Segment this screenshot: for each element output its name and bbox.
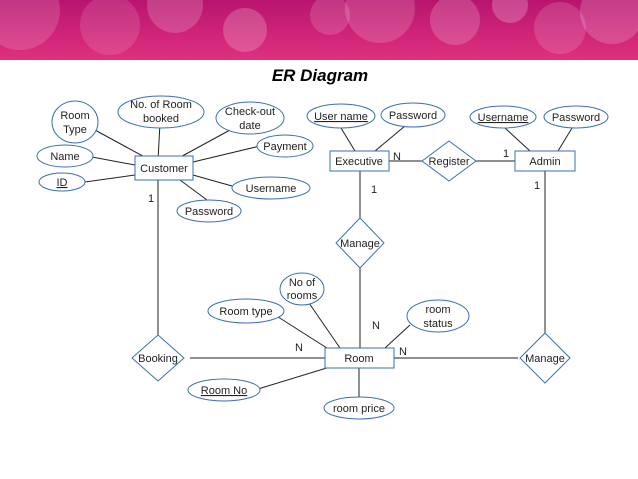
attribute-room-no-label: Room No — [201, 385, 247, 397]
attribute-payment: Payment — [256, 134, 314, 158]
attribute-no-of-room-booked-line1: No. of Room — [130, 99, 192, 111]
attribute-room-type-customer-line2: Type — [63, 124, 87, 136]
attribute-username-customer: Username — [231, 176, 311, 200]
attribute-check-out-date-line2: date — [239, 120, 260, 132]
entity-admin-label: Admin — [529, 156, 560, 168]
attribute-password-customer: Password — [176, 199, 242, 223]
attribute-room-price-label: room price — [333, 403, 385, 415]
attribute-password-customer-label: Password — [185, 206, 233, 218]
attribute-username-admin-label: Username — [478, 112, 529, 124]
cardinality-room-booking: N — [295, 342, 303, 354]
relationship-manage-admin: Manage — [519, 332, 571, 384]
line-admin-password — [557, 127, 573, 152]
line-room-status — [384, 324, 411, 349]
attribute-id-label: ID — [57, 177, 68, 189]
line-customer-payment — [192, 145, 261, 163]
line-room-roomtype — [274, 314, 331, 351]
relationship-manage-admin-label: Manage — [525, 353, 565, 365]
line-customer-password — [179, 179, 208, 201]
cardinality-admin-manage: 1 — [534, 180, 540, 192]
line-executive-password — [374, 125, 406, 152]
cardinality-executive-register: N — [393, 151, 401, 163]
attribute-room-type-customer: Room Type — [51, 100, 99, 144]
line-customer-roomtype — [94, 129, 151, 161]
line-customer-name — [91, 156, 136, 166]
attribute-id: ID — [38, 172, 86, 192]
attribute-room-type: Room type — [207, 298, 285, 324]
attribute-room-type-label: Room type — [219, 306, 272, 318]
line-customer-username — [192, 174, 233, 187]
attribute-room-price: room price — [323, 396, 395, 420]
attribute-room-status: room status — [406, 299, 470, 333]
entity-room: Room — [324, 347, 395, 369]
attribute-password-admin-label: Password — [552, 112, 600, 124]
relationship-register: Register — [421, 140, 477, 182]
relationship-register-label: Register — [429, 156, 470, 168]
relationship-booking: Booking — [131, 334, 185, 382]
attribute-password-executive: Password — [380, 102, 446, 128]
attribute-name: Name — [36, 144, 94, 168]
line-room-roomno — [257, 366, 331, 390]
line-customer-noofroom — [157, 122, 161, 161]
attribute-room-status-line1: room — [425, 304, 450, 316]
attribute-room-status-line2: status — [423, 318, 453, 330]
relationship-booking-label: Booking — [138, 353, 178, 365]
attribute-user-name-executive: User name — [306, 103, 376, 129]
entity-admin: Admin — [514, 150, 576, 172]
attribute-password-admin: Password — [543, 105, 609, 129]
line-admin-username — [504, 127, 531, 152]
line-customer-id — [84, 174, 136, 183]
line-room-noofrooms — [308, 302, 341, 349]
page-title: ER Diagram — [272, 66, 368, 85]
decorative-banner — [0, 0, 638, 60]
attribute-payment-label: Payment — [263, 141, 306, 153]
cardinality-executive-manage: 1 — [371, 184, 377, 196]
attribute-user-name-executive-label: User name — [314, 111, 368, 123]
bokeh-circles — [0, 0, 638, 55]
entity-customer: Customer — [134, 155, 194, 181]
attribute-username-admin: Username — [469, 105, 537, 129]
attribute-no-of-room-booked: No. of Room booked — [117, 95, 205, 129]
attribute-check-out-date: Check-out date — [215, 101, 285, 135]
attribute-room-type-customer-line1: Room — [60, 110, 89, 122]
cardinality-room-manage-admin: N — [399, 346, 407, 358]
attribute-no-of-room-booked-line2: booked — [143, 113, 179, 125]
banner-background — [0, 0, 638, 60]
attribute-password-executive-label: Password — [389, 110, 437, 122]
attribute-no-of-rooms: No of rooms — [279, 272, 325, 306]
entity-customer-label: Customer — [140, 163, 188, 175]
entity-room-label: Room — [344, 353, 373, 365]
cardinality-customer-booking: 1 — [148, 193, 154, 205]
attribute-username-customer-label: Username — [246, 183, 297, 195]
cardinality-admin-register: 1 — [503, 148, 509, 160]
line-customer-checkout — [174, 129, 231, 161]
attribute-name-label: Name — [50, 151, 79, 163]
attribute-no-of-rooms-line2: rooms — [287, 290, 318, 302]
relationship-manage-executive-label: Manage — [340, 238, 380, 250]
relationship-manage-executive: Manage — [335, 217, 385, 269]
connector-lines — [84, 122, 573, 398]
attribute-room-no: Room No — [187, 378, 261, 402]
entity-executive: Executive — [329, 150, 390, 172]
cardinality-room-manage-executive: N — [372, 320, 380, 332]
attribute-check-out-date-line1: Check-out — [225, 106, 275, 118]
attribute-no-of-rooms-line1: No of — [289, 277, 316, 289]
line-executive-username — [340, 127, 356, 152]
entity-executive-label: Executive — [335, 156, 383, 168]
